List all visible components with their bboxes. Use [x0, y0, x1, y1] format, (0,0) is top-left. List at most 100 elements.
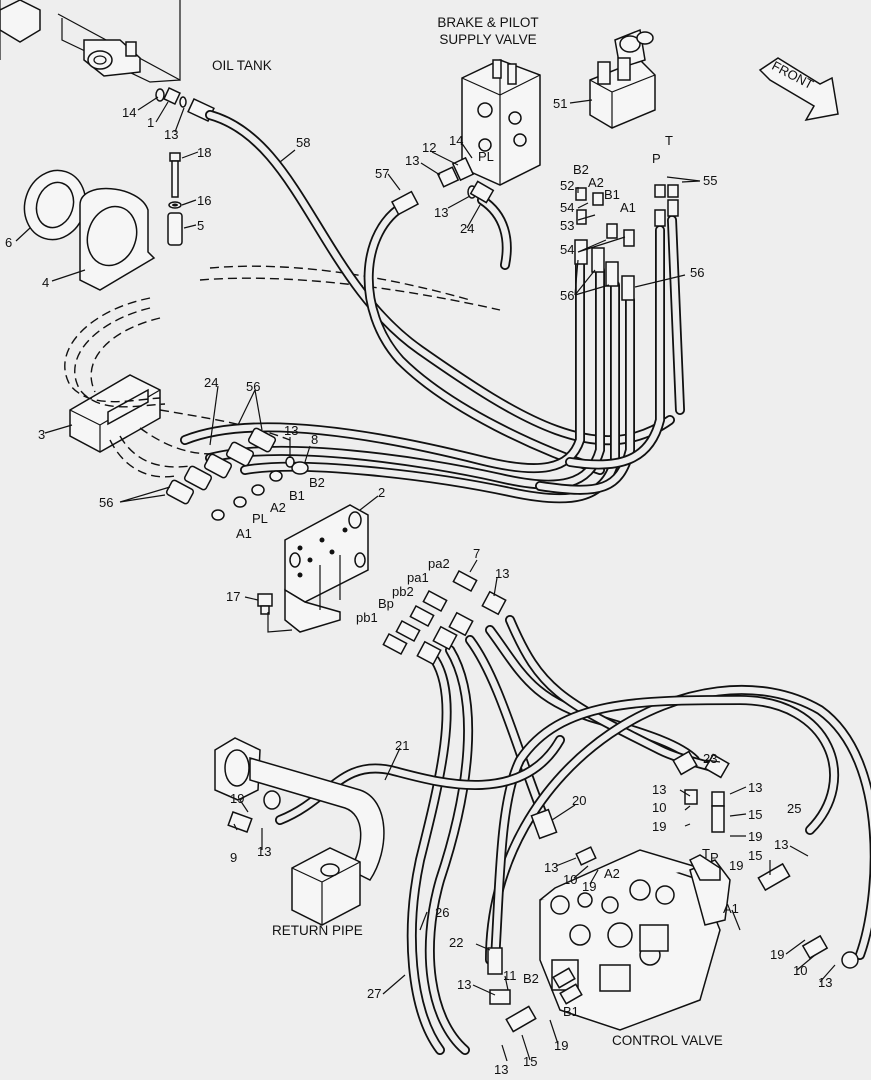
callout-number: 15 — [748, 807, 762, 822]
clamp-bracket — [79, 187, 156, 291]
callout-number: 19 — [748, 829, 762, 844]
port-label: Bp — [378, 596, 394, 611]
callout-number: 10 — [563, 872, 577, 887]
port-label: A2 — [604, 866, 620, 881]
callout-number: 26 — [435, 905, 449, 920]
supply-valve-fittings — [436, 156, 495, 204]
bolt-17 — [257, 593, 273, 615]
callout-number: 15 — [748, 848, 762, 863]
callout-number: 54 — [560, 242, 574, 257]
port-label: A1 — [723, 901, 739, 916]
callout-number: 52 — [560, 178, 574, 193]
callout-number: 10 — [793, 963, 807, 978]
callout-number: 24 — [460, 221, 474, 236]
callout-number: 51 — [553, 96, 567, 111]
port-label: A1 — [620, 200, 636, 215]
brake-valve-label-line2: SUPPLY VALVE — [439, 32, 536, 47]
callout-number: 13 — [652, 782, 666, 797]
title-labels: OIL TANK BRAKE & PILOT SUPPLY VALVE FRON… — [212, 15, 816, 1048]
hose-57 — [363, 190, 605, 475]
callout-number: 27 — [367, 986, 381, 1001]
pilot-valve-fittings — [574, 184, 679, 301]
callout-number: 56 — [560, 288, 574, 303]
leader-lines — [15, 96, 836, 1062]
callout-number: 58 — [296, 135, 310, 150]
lower-hose-bundle — [406, 615, 871, 1055]
callout-number: 19 — [770, 947, 784, 962]
callout-number: 13 — [818, 975, 832, 990]
callout-number: 23 — [703, 751, 717, 766]
port-label: B1 — [604, 187, 620, 202]
port-label: A1 — [236, 526, 252, 541]
callout-number: 15 — [523, 1054, 537, 1069]
port-label: B2 — [309, 475, 325, 490]
callout-number: 8 — [311, 432, 318, 447]
port-label: pb2 — [392, 584, 414, 599]
port-label: T — [665, 133, 673, 148]
callout-number: 25 — [787, 801, 801, 816]
port-label: B2 — [573, 162, 589, 177]
mid-hose-fittings — [165, 427, 309, 521]
manifold-bracket — [284, 504, 369, 633]
port-label: pa2 — [428, 556, 450, 571]
callout-number: 14 — [449, 133, 463, 148]
callout-number: 13 — [457, 977, 471, 992]
port-label: T — [702, 846, 710, 861]
control-valve-fittings — [487, 750, 859, 1033]
port-label: B2 — [523, 971, 539, 986]
oil-tank-label: OIL TANK — [212, 58, 272, 73]
callout-number: 56 — [99, 495, 113, 510]
callout-number: 17 — [226, 589, 240, 604]
callout-number: 13 — [434, 205, 448, 220]
port-label: P — [652, 151, 661, 166]
callout-number: 56 — [690, 265, 704, 280]
callout-number: 19 — [652, 819, 666, 834]
port-label: pb1 — [356, 610, 378, 625]
port-label: B1 — [289, 488, 305, 503]
callout-number: 4 — [42, 275, 49, 290]
callout-number: 19 — [554, 1038, 568, 1053]
callout-number: 21 — [395, 738, 409, 753]
brake-valve-label-line1: BRAKE & PILOT — [437, 15, 538, 30]
port-label: pa1 — [407, 570, 429, 585]
return-pipe-label: RETURN PIPE — [272, 923, 363, 938]
callout-number: 7 — [473, 546, 480, 561]
port-label: A2 — [270, 500, 286, 515]
callout-number: 19 — [729, 858, 743, 873]
callout-number: 9 — [230, 850, 237, 865]
callout-numbers: 14 1 13 58 18 16 5 6 4 3 14 13 12 57 13 … — [5, 96, 832, 1077]
port-label: PL — [478, 149, 494, 164]
callout-number: 13 — [748, 780, 762, 795]
callout-number: 10 — [652, 800, 666, 815]
front-arrow — [758, 57, 839, 122]
oil-tank — [0, 0, 181, 83]
return-pipe — [214, 737, 385, 926]
callout-number: 13 — [257, 844, 271, 859]
callout-number: 13 — [405, 153, 419, 168]
callout-number: 19 — [230, 791, 244, 806]
callout-number: 20 — [572, 793, 586, 808]
callout-number: 6 — [5, 235, 12, 250]
callout-number: 13 — [284, 423, 298, 438]
callout-number: 19 — [582, 879, 596, 894]
control-valve-label: CONTROL VALVE — [612, 1033, 723, 1048]
callout-number: 11 — [503, 968, 517, 983]
port-label: B1 — [563, 1004, 579, 1019]
callout-number: 16 — [197, 193, 211, 208]
hose-24-top — [477, 195, 512, 270]
port-label: P — [710, 850, 719, 865]
callout-number: 54 — [560, 200, 574, 215]
callout-number: 57 — [375, 166, 389, 181]
callout-number: 13 — [494, 1062, 508, 1077]
callout-number: 13 — [774, 837, 788, 852]
callout-number: 12 — [422, 140, 436, 155]
pilot-control-valve — [589, 28, 656, 129]
callout-number: 2 — [378, 485, 385, 500]
bolt-washer-spacer — [167, 152, 183, 246]
callout-number: 55 — [703, 173, 717, 188]
pilot-hose-bundle — [180, 215, 685, 504]
callout-number: 14 — [122, 105, 136, 120]
callout-number: 22 — [449, 935, 463, 950]
